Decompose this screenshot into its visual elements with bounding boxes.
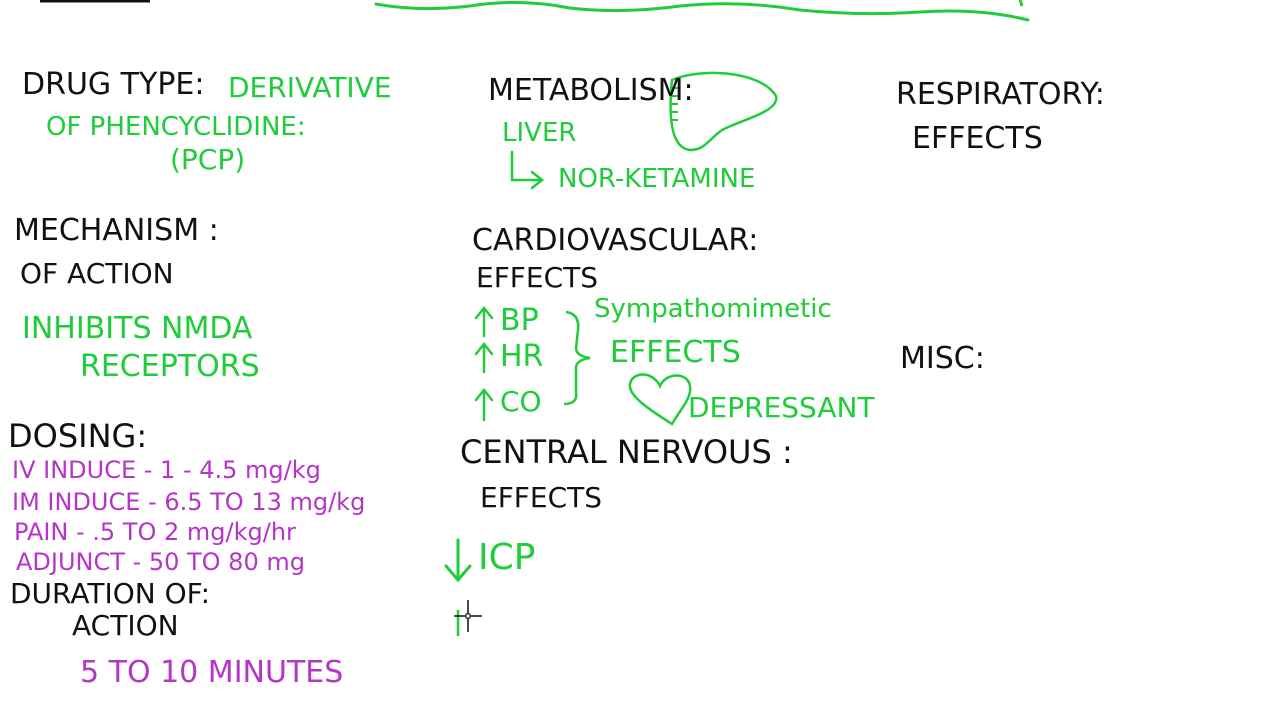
dosing-label: DOSING:: [8, 417, 148, 455]
dosing-line: ADJUNCT - 50 TO 80 mg: [16, 548, 305, 576]
metabolism-organ: LIVER: [502, 118, 577, 148]
mechanism-label-line1: MECHANISM :: [14, 213, 219, 248]
drug-type-label: DRUG TYPE:: [22, 67, 205, 102]
metabolism-label: METABOLISM:: [488, 73, 694, 108]
dosing-line: IM INDUCE - 6.5 TO 13 mg/kg: [12, 488, 366, 516]
misc-label: MISC:: [900, 341, 985, 376]
cardio-note-line1: Sympathomimetic: [594, 294, 832, 324]
duration-label-line2: ACTION: [72, 609, 179, 642]
cardio-label-line1: CARDIOVASCULAR:: [472, 223, 759, 258]
metabolism-product: NOR-KETAMINE: [558, 164, 756, 194]
cardio-note-line2: EFFECTS: [610, 335, 741, 370]
cardio-item-hr: HR: [500, 339, 544, 374]
mechanism-value-line2: RECEPTORS: [80, 349, 260, 384]
heart-icon: [628, 373, 692, 426]
respiratory-label-line2: EFFECTS: [912, 121, 1043, 156]
cardio-label-line2: EFFECTS: [476, 261, 599, 294]
title-underline: [374, 0, 1030, 22]
dosing-line: PAIN - .5 TO 2 mg/kg/hr: [14, 518, 296, 546]
cardio-item-bp: BP: [500, 303, 539, 338]
dosing-line: IV INDUCE - 1 - 4.5 mg/kg: [12, 456, 321, 484]
cns-label-line2: EFFECTS: [480, 481, 603, 514]
mechanism-value-line1: INHIBITS NMDA: [22, 311, 253, 346]
cns-item-icp: ICP: [478, 537, 536, 578]
respiratory-label-line1: RESPIRATORY:: [896, 77, 1105, 112]
duration-label-line1: DURATION OF:: [10, 577, 211, 610]
drug-type-value-line3: (PCP): [170, 143, 246, 176]
cardio-brace: [563, 310, 591, 406]
cns-label-line1: CENTRAL NERVOUS :: [460, 433, 793, 471]
mechanism-label-line2: OF ACTION: [20, 257, 174, 290]
duration-value: 5 TO 10 MINUTES: [80, 655, 344, 690]
cardio-note-line3: DEPRESSANT: [688, 391, 875, 424]
liver-drawing: [669, 71, 778, 152]
cardio-item-co: CO: [500, 385, 542, 418]
drug-type-value-line1: DERIVATIVE: [228, 71, 392, 104]
drug-type-value-line2: OF PHENCYCLIDINE:: [46, 112, 306, 142]
increase-arrows: [474, 305, 494, 422]
metabolism-arrow: [510, 150, 545, 190]
decrease-arrow: [444, 538, 472, 583]
pen-cursor-icon: [454, 600, 482, 636]
